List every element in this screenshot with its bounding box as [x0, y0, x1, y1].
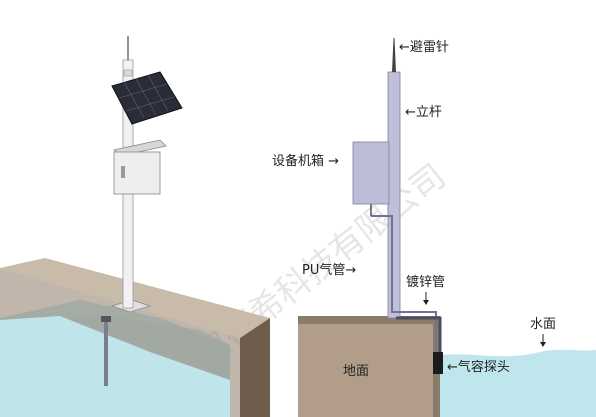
water-body [430, 349, 596, 417]
left-illustration [0, 36, 270, 417]
lightning-rod [392, 38, 396, 72]
embankment-top [0, 258, 270, 338]
pressure-probe [433, 352, 443, 374]
label-galvanized-pipe: 镀锌管 [406, 274, 445, 290]
right-pole [387, 71, 401, 319]
label-lightning-rod: ←避雷针 [399, 40, 449, 55]
label-probe: ←气容探头 [447, 359, 510, 375]
label-ground: 地面 [343, 364, 369, 379]
galvanized-pipe [396, 316, 442, 356]
label-water-surface: 水面 [530, 317, 556, 332]
ground-block [298, 324, 433, 417]
pu-pipe [371, 215, 437, 352]
label-equipment-box: 设备机箱 → [272, 153, 339, 169]
left-equipment-box [113, 139, 167, 195]
label-pu-pipe: PU气管→ [302, 262, 356, 278]
solar-panel [111, 71, 183, 125]
label-pole: ←立杆 [405, 105, 442, 120]
right-schematic: ←避雷针 ←立杆 设备机箱 → PU气管→ 镀锌管 水面 地面 ←气容探头 [272, 38, 596, 417]
left-probe-pipe [104, 316, 108, 386]
right-equipment-box [352, 141, 390, 205]
